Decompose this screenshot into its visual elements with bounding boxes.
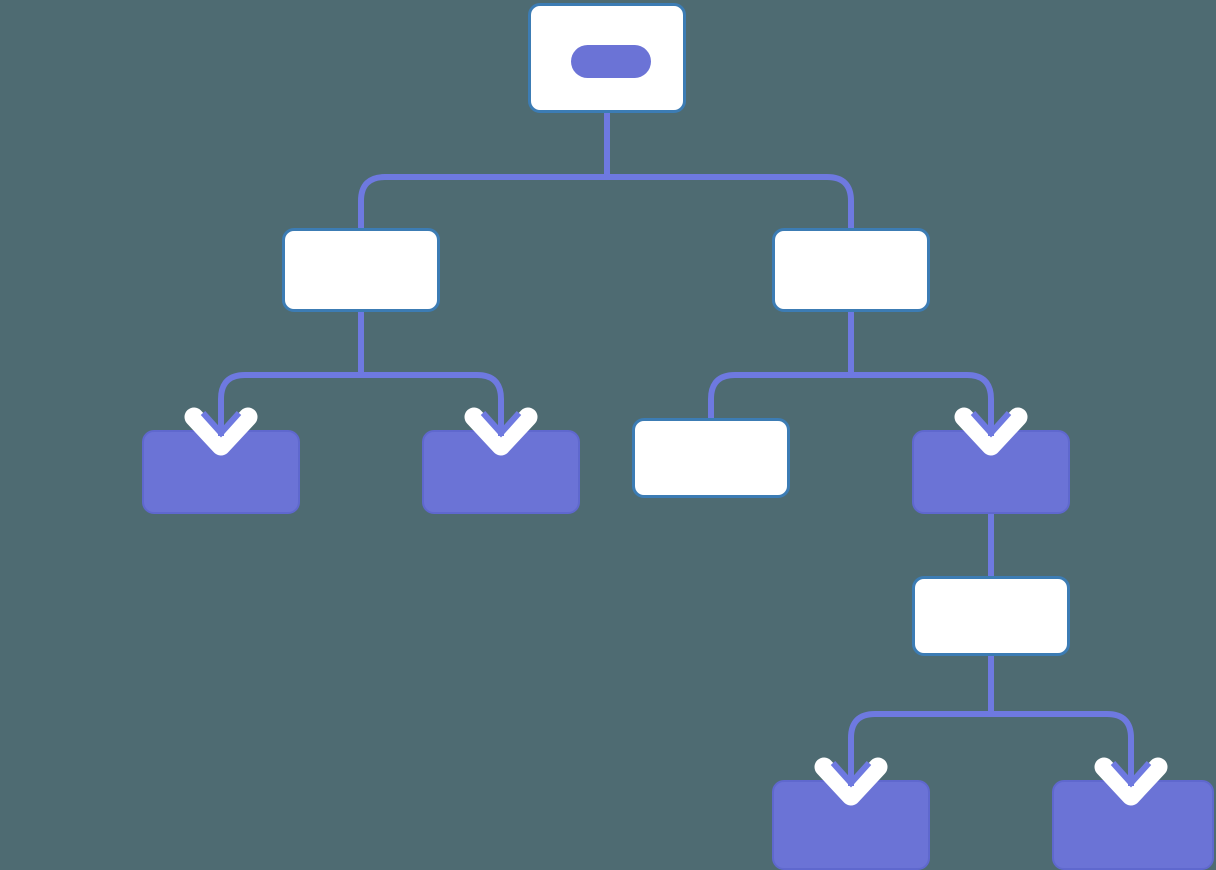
tree-node-n-l2b[interactable]	[422, 430, 580, 514]
edge-n-r1-to-n-r2b	[851, 372, 994, 438]
tree-node-n-r3[interactable]	[912, 576, 1070, 656]
edge-n-r3-to-n-r4b	[991, 711, 1134, 788]
edge-n-r3-to-n-r4a	[848, 711, 991, 788]
tree-node-n-r2a[interactable]	[632, 418, 790, 498]
tree-node-n-l1[interactable]	[282, 228, 440, 312]
edge-n-r1-to-n-r2a	[708, 372, 851, 424]
edge-n-l1-to-n-l2b	[361, 372, 504, 438]
tree-node-n-l2a[interactable]	[142, 430, 300, 514]
tree-node-n-r4b[interactable]	[1052, 780, 1214, 870]
tree-node-n-r4a[interactable]	[772, 780, 930, 870]
tree-node-n-r1[interactable]	[772, 228, 930, 312]
tree-node-root[interactable]	[528, 3, 686, 113]
edge-n-l1-to-n-l2a	[218, 372, 361, 438]
redacted-label-pill	[571, 45, 651, 78]
tree-node-n-r2b[interactable]	[912, 430, 1070, 514]
